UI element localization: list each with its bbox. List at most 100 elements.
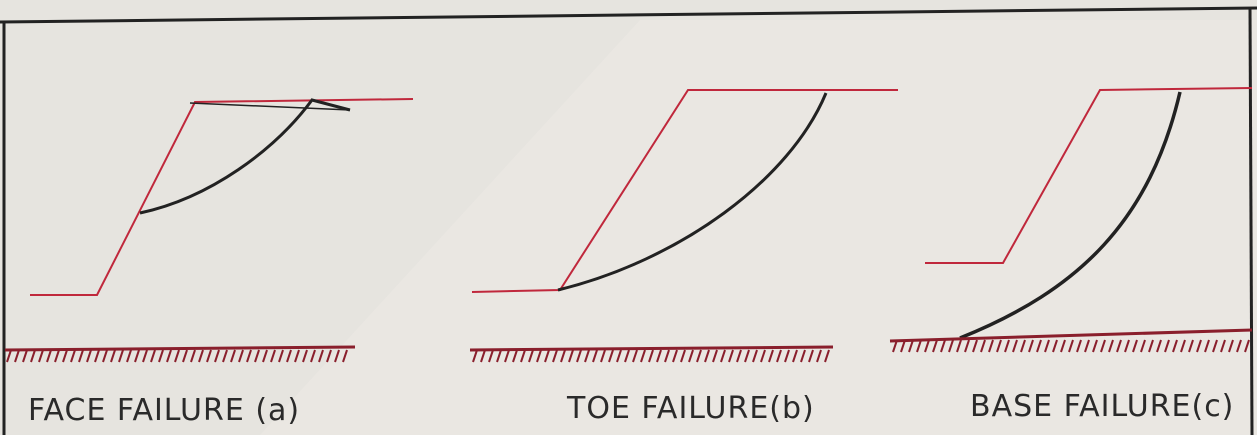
hatch-mark bbox=[536, 349, 542, 363]
ground-hatching-c bbox=[892, 339, 1250, 353]
hatch-mark bbox=[528, 349, 534, 363]
hatch-mark bbox=[752, 349, 758, 363]
hatch-mark bbox=[744, 349, 750, 363]
hatch-mark bbox=[214, 349, 220, 363]
hatch-mark bbox=[672, 349, 678, 363]
hatch-mark bbox=[988, 339, 994, 353]
hatch-mark bbox=[1124, 339, 1130, 353]
hatch-mark bbox=[776, 349, 782, 363]
hatch-mark bbox=[1220, 339, 1226, 353]
hatch-mark bbox=[728, 349, 734, 363]
hatch-mark bbox=[126, 349, 132, 363]
hatch-mark bbox=[640, 349, 646, 363]
hatch-mark bbox=[1092, 339, 1098, 353]
hatch-mark bbox=[1108, 339, 1114, 353]
ground-line-c bbox=[889, 328, 1253, 343]
hatch-mark bbox=[632, 349, 638, 363]
failure-surface-c bbox=[959, 91, 1182, 340]
hatch-mark bbox=[608, 349, 614, 363]
hatch-mark bbox=[760, 349, 766, 363]
hatch-mark bbox=[696, 349, 702, 363]
caption-face-failure: FACE FAILURE (a) bbox=[28, 393, 300, 428]
hatch-mark bbox=[198, 349, 204, 363]
hatch-mark bbox=[78, 349, 84, 363]
hatch-mark bbox=[1228, 339, 1234, 353]
hatch-mark bbox=[230, 349, 236, 363]
hatch-mark bbox=[150, 349, 156, 363]
caption-toe-failure: TOE FAILURE(b) bbox=[566, 391, 815, 426]
hatch-mark bbox=[238, 349, 244, 363]
diagram-base-failure bbox=[889, 87, 1253, 353]
hatch-mark bbox=[664, 349, 670, 363]
hatch-mark bbox=[38, 349, 44, 363]
hatch-mark bbox=[326, 349, 332, 363]
hatch-mark bbox=[1036, 339, 1042, 353]
hatch-mark bbox=[1004, 339, 1010, 353]
frame-top-line bbox=[0, 6, 1257, 24]
hatch-mark bbox=[768, 349, 774, 363]
hatch-mark bbox=[1244, 339, 1250, 353]
hatch-mark bbox=[1084, 339, 1090, 353]
hatch-mark bbox=[1172, 339, 1178, 353]
hatch-mark bbox=[924, 339, 930, 353]
hatch-mark bbox=[1148, 339, 1154, 353]
hatch-mark bbox=[480, 349, 486, 363]
ground-hatching-b bbox=[472, 349, 830, 363]
hatch-mark bbox=[1236, 339, 1242, 353]
hatch-mark bbox=[222, 349, 228, 363]
hatch-mark bbox=[190, 349, 196, 363]
hatch-mark bbox=[278, 349, 284, 363]
hatch-mark bbox=[294, 349, 300, 363]
hatch-mark bbox=[1100, 339, 1106, 353]
hatch-mark bbox=[86, 349, 92, 363]
ground-hatching-a bbox=[6, 349, 348, 363]
hatch-mark bbox=[504, 349, 510, 363]
hatch-mark bbox=[1012, 339, 1018, 353]
hatch-mark bbox=[1068, 339, 1074, 353]
hatch-mark bbox=[1060, 339, 1066, 353]
hatch-mark bbox=[512, 349, 518, 363]
hatch-mark bbox=[118, 349, 124, 363]
hatch-mark bbox=[704, 349, 710, 363]
hatch-mark bbox=[1156, 339, 1162, 353]
hatch-mark bbox=[1028, 339, 1034, 353]
slope-profile-b bbox=[471, 89, 898, 293]
hatch-mark bbox=[166, 349, 172, 363]
hatch-mark bbox=[656, 349, 662, 363]
diagram-toe-failure bbox=[469, 89, 898, 363]
hatch-mark bbox=[246, 349, 252, 363]
hatch-mark bbox=[142, 349, 148, 363]
hatch-mark bbox=[824, 349, 830, 363]
hatch-mark bbox=[964, 339, 970, 353]
hatch-mark bbox=[1164, 339, 1170, 353]
hatch-mark bbox=[940, 339, 946, 353]
hatch-mark bbox=[980, 339, 986, 353]
hatch-mark bbox=[720, 349, 726, 363]
slope-profile-a bbox=[30, 98, 414, 296]
hatch-mark bbox=[182, 349, 188, 363]
paper-fold-shade bbox=[260, 20, 1257, 435]
hatch-mark bbox=[14, 349, 20, 363]
hatch-mark bbox=[174, 349, 180, 363]
ground-line-b bbox=[469, 345, 834, 352]
failure-surface-a bbox=[139, 98, 351, 215]
hatch-mark bbox=[600, 349, 606, 363]
hatch-mark bbox=[648, 349, 654, 363]
hatch-mark bbox=[102, 349, 108, 363]
hatch-mark bbox=[808, 349, 814, 363]
hatch-mark bbox=[624, 349, 630, 363]
hatch-mark bbox=[1180, 339, 1186, 353]
hatch-mark bbox=[206, 349, 212, 363]
hatch-mark bbox=[816, 349, 822, 363]
hatch-mark bbox=[932, 339, 938, 353]
hatch-mark bbox=[30, 349, 36, 363]
hatch-mark bbox=[1020, 339, 1026, 353]
hatch-mark bbox=[892, 339, 898, 353]
frame-right-line bbox=[1248, 7, 1254, 435]
hatch-mark bbox=[1076, 339, 1082, 353]
hatch-mark bbox=[158, 349, 164, 363]
hatch-mark bbox=[1132, 339, 1138, 353]
caption-base-failure: BASE FAILURE(c) bbox=[970, 389, 1234, 424]
hatch-mark bbox=[560, 349, 566, 363]
